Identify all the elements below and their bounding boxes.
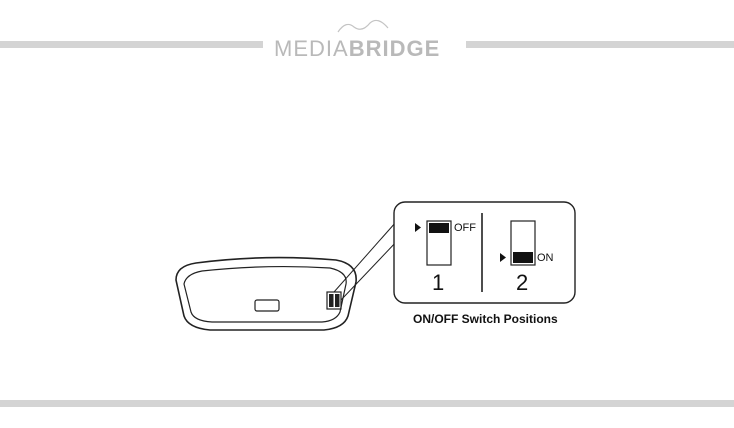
diagram-caption: ON/OFF Switch Positions (413, 312, 558, 326)
device-dip-switch-icon (327, 292, 341, 309)
position-2-label: 2 (516, 270, 528, 296)
position-1-label: 1 (432, 270, 444, 296)
callout-line-bottom (341, 240, 398, 300)
device-illustration (176, 258, 356, 330)
off-label: OFF (454, 222, 476, 234)
on-label: ON (537, 252, 554, 264)
callout-line-top (334, 222, 396, 292)
